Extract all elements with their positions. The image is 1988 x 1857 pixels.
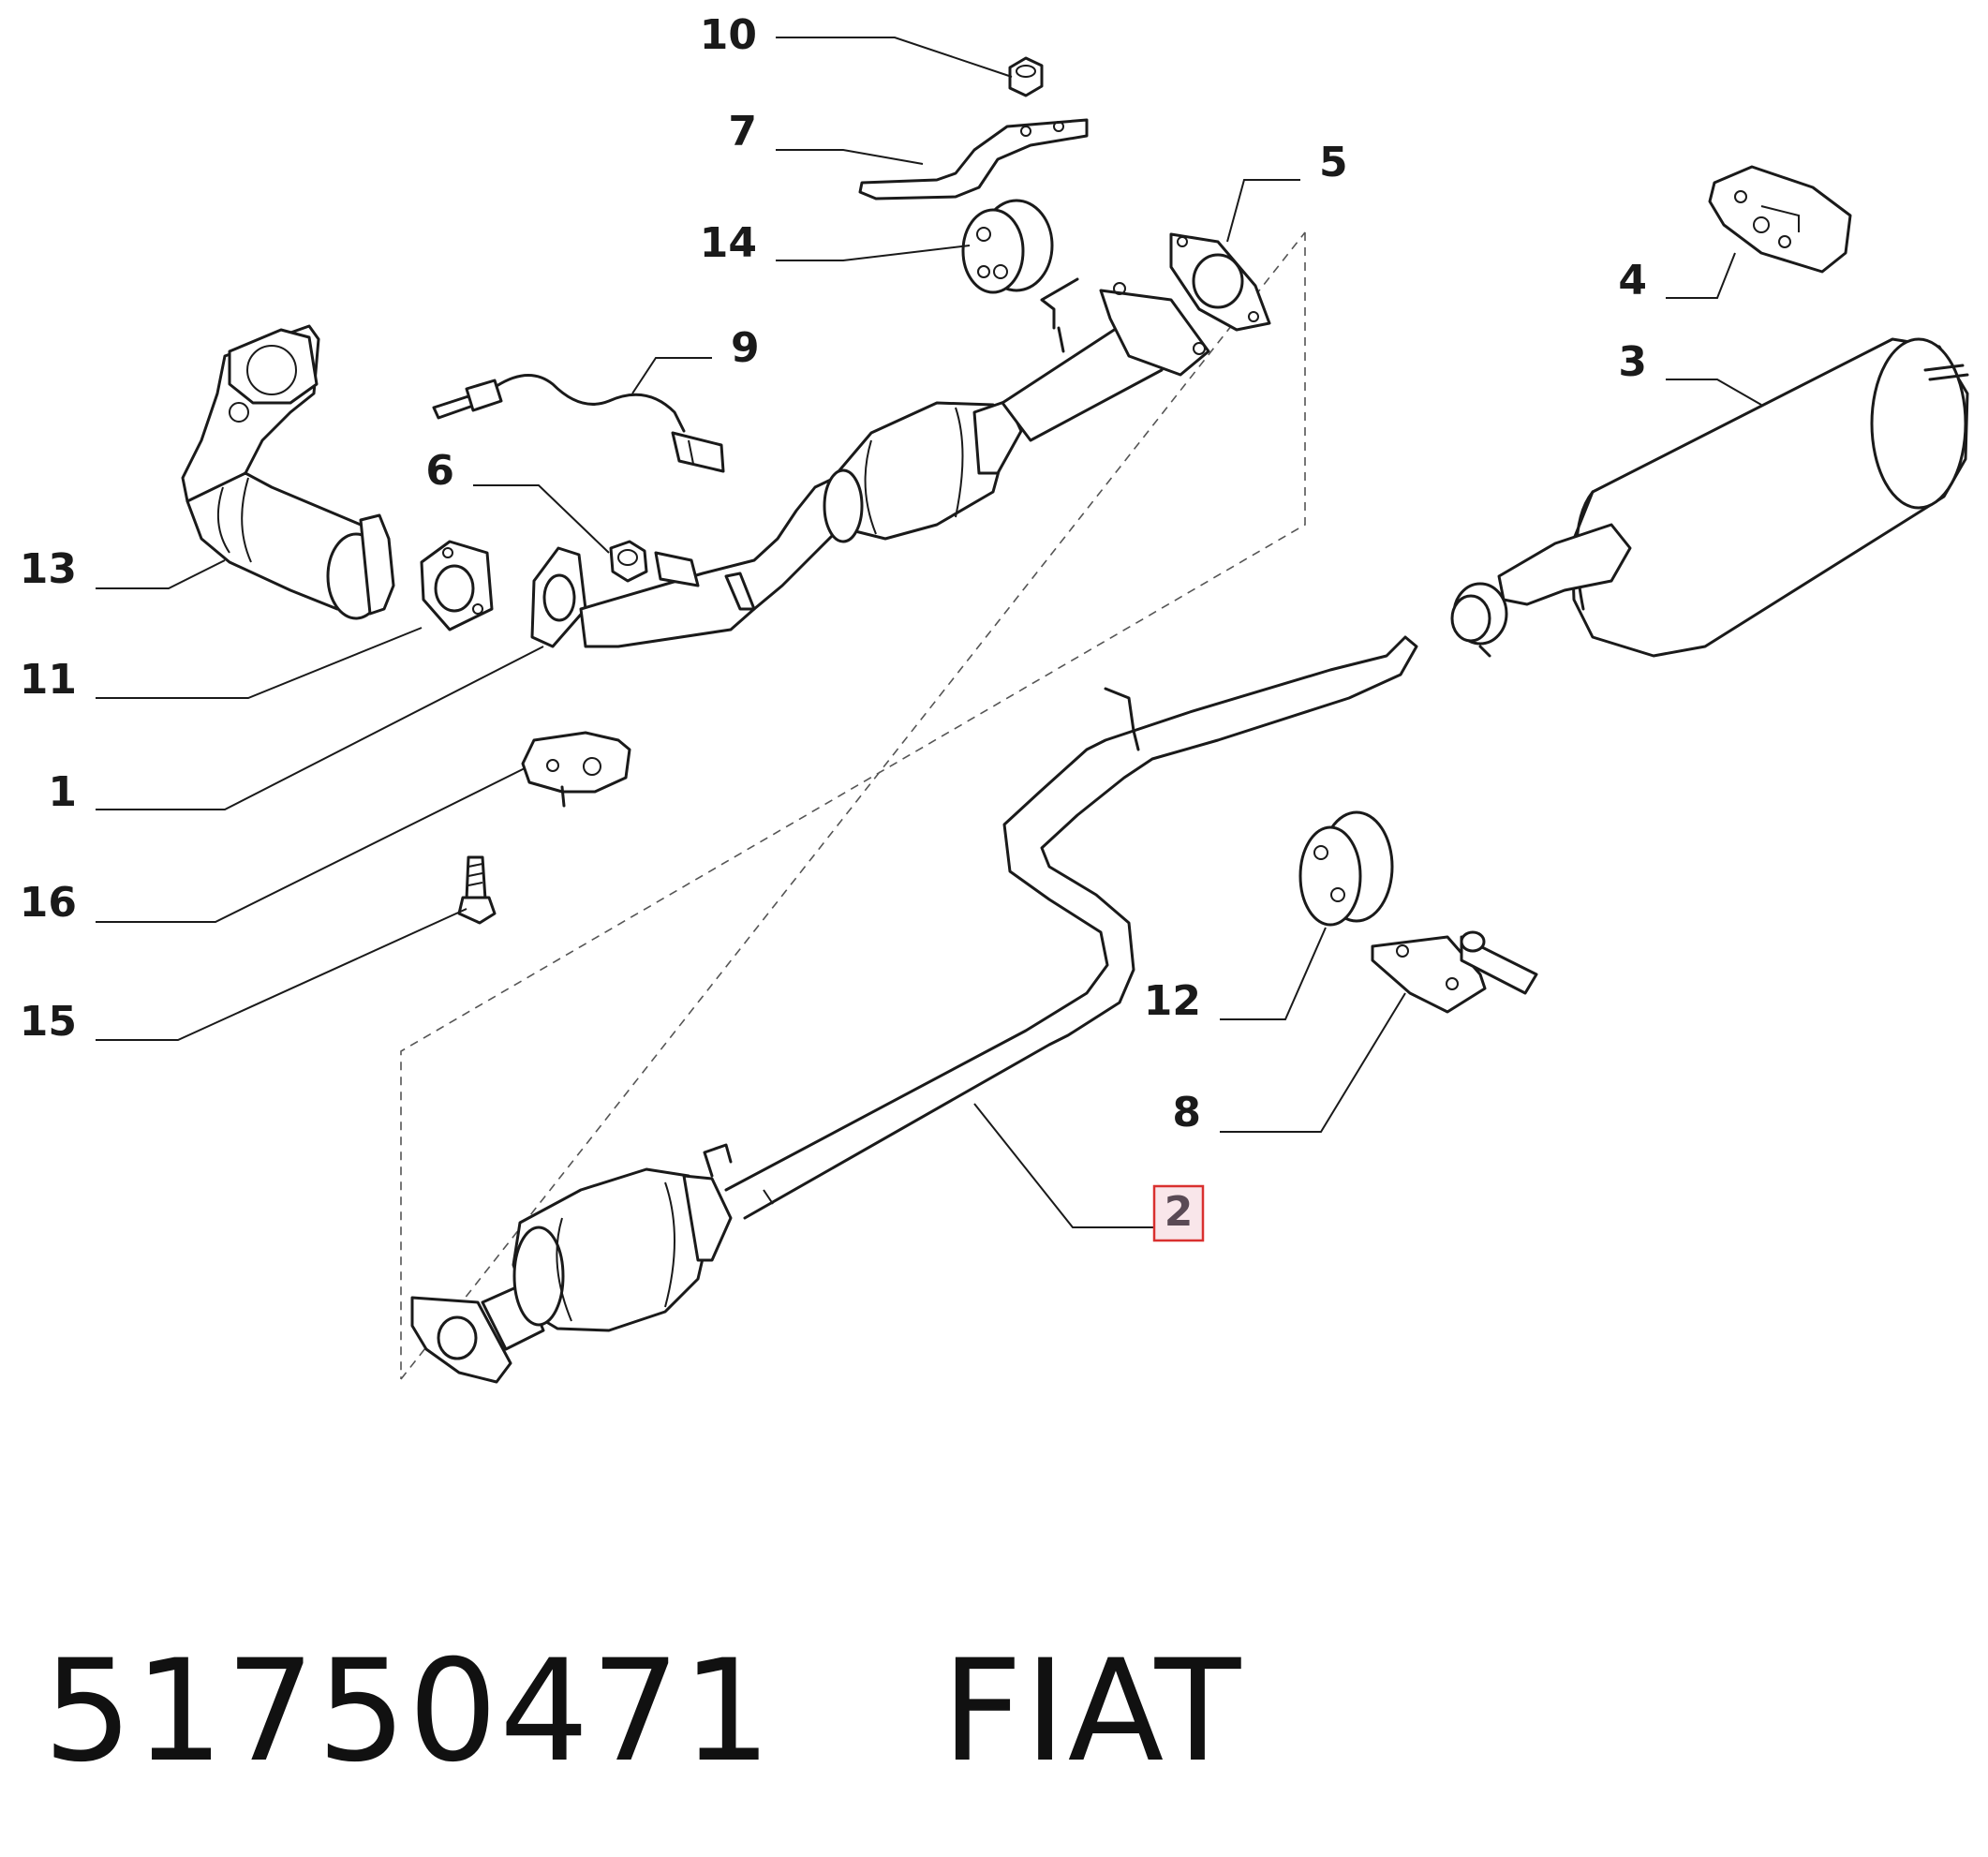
callout-16: 16 <box>20 879 77 927</box>
part-5-gasket[interactable] <box>1169 232 1271 332</box>
callout-10: 10 <box>700 11 757 59</box>
part-9-lambda-sensor[interactable] <box>432 374 725 473</box>
part-number: 51750471 <box>43 1630 774 1793</box>
callout-15: 15 <box>20 998 77 1046</box>
part-13-manifold-catalyst[interactable] <box>181 324 395 620</box>
part-10-nut[interactable] <box>1008 56 1044 97</box>
part-8-bracket[interactable] <box>1371 930 1538 1014</box>
part-16-bracket[interactable] <box>521 731 631 808</box>
part-12-rubber-mount[interactable] <box>1298 810 1394 927</box>
callout-12: 12 <box>1144 977 1201 1025</box>
assembly-outline <box>400 231 1306 1380</box>
brand-name: FIAT <box>942 1630 1243 1793</box>
front-pipe-assembly[interactable] <box>579 277 1210 648</box>
part-7-bracket[interactable] <box>858 118 1089 201</box>
leader-lines <box>96 37 1762 1228</box>
part-3-rear-silencer[interactable] <box>1450 337 1969 658</box>
callout-labels: 10 7 14 5 4 9 3 6 13 11 1 16 15 12 8 2 <box>20 11 1647 1242</box>
callout-7: 7 <box>728 108 757 156</box>
callout-6: 6 <box>425 447 454 495</box>
callout-4: 4 <box>1618 257 1647 305</box>
callout-14: 14 <box>700 219 757 267</box>
part-4-rubber-mount[interactable] <box>1708 165 1852 274</box>
part-14-rubber-mount[interactable] <box>961 199 1054 294</box>
highlight-box-part-2 <box>1152 1184 1205 1242</box>
callout-1: 1 <box>48 768 77 816</box>
callout-2: 2 <box>1165 1188 1194 1236</box>
callout-5: 5 <box>1319 139 1348 186</box>
part-11-gasket[interactable] <box>420 540 494 631</box>
callout-8: 8 <box>1172 1089 1201 1136</box>
callout-13: 13 <box>20 545 77 593</box>
part-15-bolt[interactable] <box>457 855 497 925</box>
callout-11: 11 <box>20 656 77 704</box>
part-6-nut[interactable] <box>609 540 648 583</box>
part-2-mid-pipe-catalyst[interactable] <box>410 635 1418 1384</box>
callout-9: 9 <box>731 324 760 372</box>
callout-3: 3 <box>1618 338 1647 386</box>
part-1-gasket[interactable] <box>530 546 587 648</box>
part-caption: 51750471 FIAT <box>43 1630 1242 1793</box>
